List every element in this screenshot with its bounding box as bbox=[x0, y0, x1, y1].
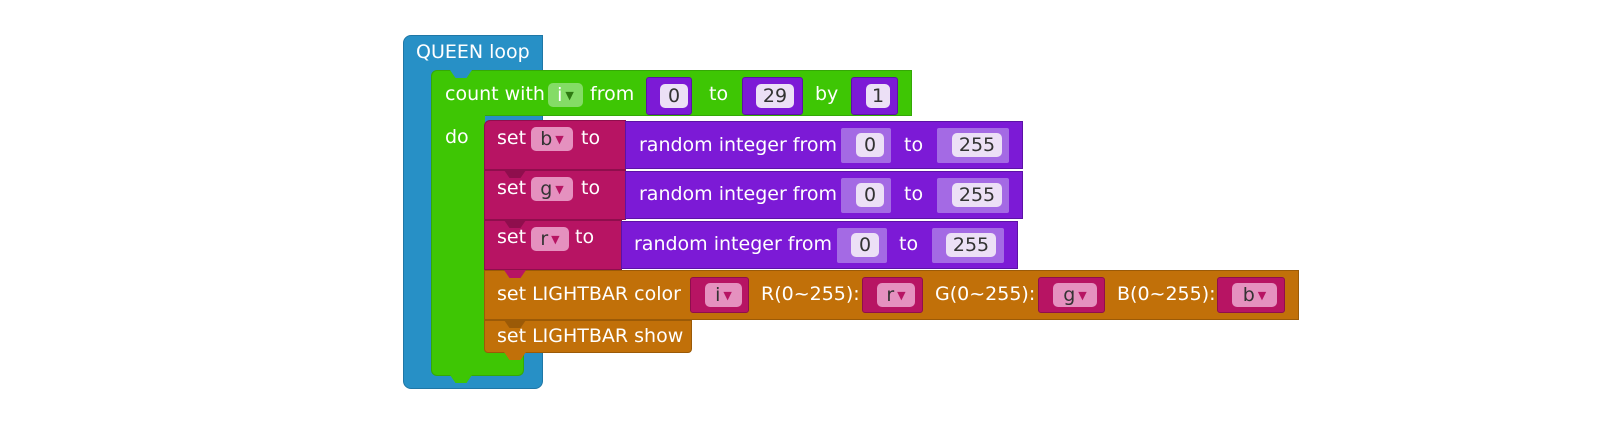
lightbar-g-dropdown[interactable]: g▼ bbox=[1053, 283, 1097, 307]
random-b-to-value[interactable]: 255 bbox=[952, 133, 1002, 157]
lightbar-r-chevron-down-icon: ▼ bbox=[897, 289, 906, 302]
set-r-chevron-down-icon: ▼ bbox=[551, 233, 560, 246]
count-from-label: from bbox=[590, 83, 635, 105]
random-g-to-value[interactable]: 255 bbox=[952, 183, 1002, 207]
count-by-label: by bbox=[815, 83, 839, 105]
set-g-top-notch bbox=[504, 170, 526, 178]
set-b-chevron-down-icon: ▼ bbox=[555, 133, 564, 146]
set-r-var-dropdown[interactable]: r▼ bbox=[531, 227, 569, 251]
count-do-label: do bbox=[445, 126, 469, 148]
random-r-to-label: to bbox=[899, 233, 919, 255]
set-g-var-name: g bbox=[540, 178, 553, 200]
lightbar-color-label: set LIGHTBAR color bbox=[497, 283, 681, 305]
lightbar-b-chevron-down-icon: ▼ bbox=[1257, 289, 1267, 302]
lightbar-b-var: b bbox=[1242, 284, 1255, 306]
lightbar-show-bottom-notch bbox=[504, 352, 526, 360]
lightbar-color-top-notch bbox=[504, 270, 526, 278]
random-r-label: random integer from bbox=[634, 233, 833, 255]
lightbar-r-var: r bbox=[886, 284, 895, 306]
set-b-var-dropdown[interactable]: b▼ bbox=[531, 127, 573, 151]
count-top-notch bbox=[450, 70, 472, 78]
set-r-label: set bbox=[497, 226, 527, 248]
set-g-to-label: to bbox=[581, 177, 601, 199]
set-r-to-label: to bbox=[575, 226, 595, 248]
count-var-dropdown[interactable]: i▼ bbox=[548, 83, 583, 107]
count-bottom-notch bbox=[450, 375, 472, 383]
set-g-chevron-down-icon: ▼ bbox=[555, 183, 564, 196]
lightbar-g-var: g bbox=[1063, 284, 1076, 306]
set-b-to-label: to bbox=[581, 127, 601, 149]
set-g-label: set bbox=[497, 177, 527, 199]
set-r-var-name: r bbox=[540, 228, 549, 250]
random-r-from-value[interactable]: 0 bbox=[851, 233, 879, 257]
set-b-var-name: b bbox=[540, 128, 553, 150]
set-r-block[interactable] bbox=[484, 220, 622, 270]
random-b-label: random integer from bbox=[639, 134, 838, 156]
random-g-to-label: to bbox=[904, 183, 924, 205]
count-with-arm bbox=[431, 115, 485, 361]
count-var-chevron-down-icon: ▼ bbox=[565, 89, 574, 102]
lightbar-index-chevron-down-icon: ▼ bbox=[723, 289, 732, 302]
lightbar-g-chevron-down-icon: ▼ bbox=[1078, 289, 1087, 302]
count-by-value[interactable]: 1 bbox=[866, 84, 890, 108]
lightbar-show-top-notch bbox=[504, 320, 526, 328]
random-g-label: random integer from bbox=[639, 183, 838, 205]
lightbar-b-label: B(0~255): bbox=[1117, 283, 1216, 305]
set-r-top-notch bbox=[504, 220, 526, 228]
count-with-label: count with bbox=[445, 83, 545, 105]
lightbar-r-label: R(0~255): bbox=[761, 283, 860, 305]
lightbar-b-dropdown[interactable]: b▼ bbox=[1232, 283, 1277, 307]
set-b-label: set bbox=[497, 127, 527, 149]
set-g-var-dropdown[interactable]: g▼ bbox=[531, 177, 573, 201]
queen-loop-label: QUEEN loop bbox=[416, 41, 530, 63]
count-to-label: to bbox=[709, 83, 729, 105]
random-b-from-value[interactable]: 0 bbox=[856, 133, 884, 157]
random-g-from-value[interactable]: 0 bbox=[856, 183, 884, 207]
count-to-value[interactable]: 29 bbox=[756, 84, 794, 108]
lightbar-g-label: G(0~255): bbox=[935, 283, 1036, 305]
random-r-to-value[interactable]: 255 bbox=[946, 233, 996, 257]
lightbar-show-label: set LIGHTBAR show bbox=[497, 325, 684, 347]
count-var-name: i bbox=[557, 84, 563, 106]
random-b-to-label: to bbox=[904, 134, 924, 156]
count-from-value[interactable]: 0 bbox=[660, 84, 688, 108]
lightbar-index-dropdown[interactable]: i▼ bbox=[705, 283, 742, 307]
lightbar-index-var: i bbox=[715, 284, 721, 306]
lightbar-r-dropdown[interactable]: r▼ bbox=[877, 283, 915, 307]
